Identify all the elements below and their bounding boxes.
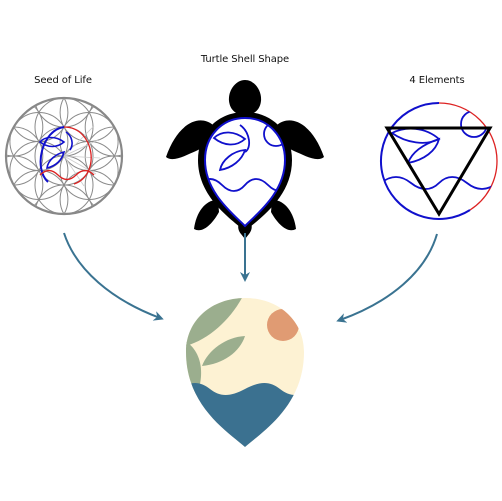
seed-red-arc bbox=[63, 126, 92, 185]
seed-of-life-caption: Seed of Life bbox=[34, 75, 92, 86]
shell-leaf-top bbox=[212, 131, 247, 146]
logo-sun bbox=[267, 309, 299, 341]
arrows bbox=[63, 232, 438, 323]
turtle-front-right-flipper bbox=[277, 120, 324, 160]
four-red-arc bbox=[438, 102, 498, 211]
arrow-four-to-logo bbox=[336, 233, 438, 323]
four-elements-caption: 4 Elements bbox=[409, 75, 465, 86]
arrow-seed-to-logo bbox=[63, 232, 164, 321]
turtle-shell-caption: Turtle Shell Shape bbox=[200, 54, 290, 65]
four-leaf-top bbox=[390, 127, 441, 144]
four-inner-pattern bbox=[381, 110, 497, 190]
four-triangle bbox=[384, 126, 493, 217]
turtle-head bbox=[228, 80, 262, 115]
turtle-front-left-flipper bbox=[166, 120, 213, 160]
four-wave bbox=[381, 176, 497, 190]
seed-shell-outline bbox=[39, 126, 65, 183]
seed-leaf-top bbox=[38, 136, 66, 148]
seed-leaf-bottom bbox=[46, 150, 66, 170]
turtle-back-left-flipper bbox=[194, 199, 219, 231]
final-logo bbox=[186, 298, 304, 447]
four-elements-figure bbox=[380, 102, 498, 220]
turtle-shell-pattern bbox=[205, 121, 285, 192]
shell-wave bbox=[205, 178, 285, 192]
turtle-figure bbox=[166, 80, 324, 239]
logo-leaf-side bbox=[186, 338, 202, 392]
seed-leaf-edge bbox=[65, 131, 73, 151]
seed-of-life-figure bbox=[4, 96, 124, 216]
four-outer-ring bbox=[380, 102, 471, 220]
shell-leaf-stem bbox=[239, 124, 251, 153]
turtle-shell bbox=[203, 116, 287, 228]
shell-leaf-bottom bbox=[218, 148, 247, 172]
logo-leaf-middle bbox=[202, 336, 245, 366]
turtle-back-right-flipper bbox=[271, 199, 296, 231]
seed-wave bbox=[39, 169, 95, 181]
